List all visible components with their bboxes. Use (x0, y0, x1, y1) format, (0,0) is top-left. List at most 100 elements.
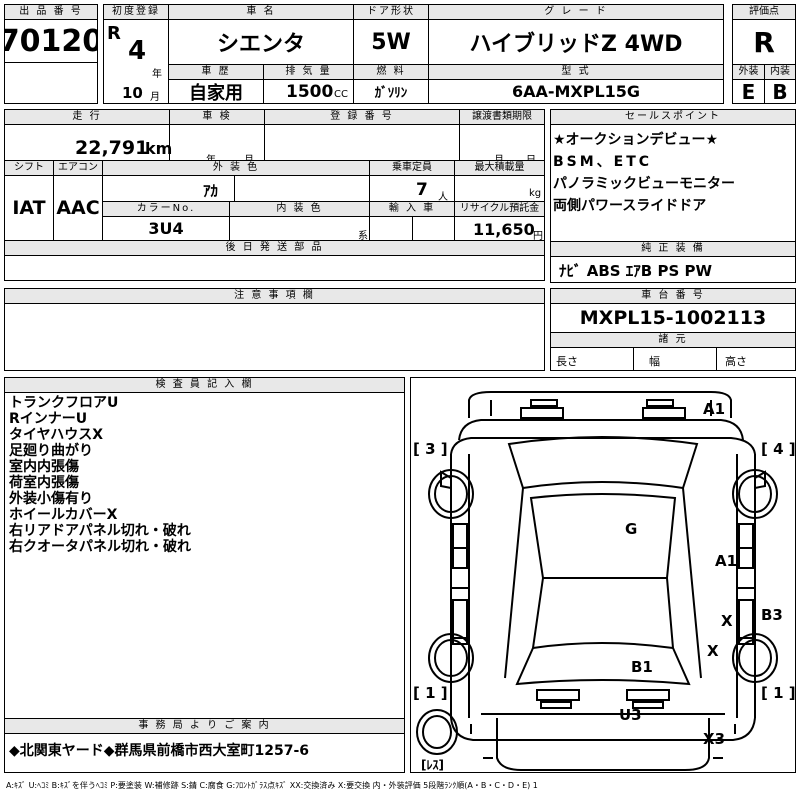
load-unit: kg (529, 188, 542, 199)
import-label: 輸 入 車 (369, 201, 455, 217)
office-text: ◆北関東ヤード◆群馬県前橋市西大室町1257-6 (9, 743, 310, 759)
height-label: 高さ (725, 355, 747, 368)
ac: AAC (53, 175, 103, 241)
remark-line: 室内内張傷 (9, 459, 79, 475)
recycle-cell: 11,650 円 (454, 216, 545, 242)
car-name-label: 車 名 (168, 4, 354, 20)
score-label: 評価点 (732, 4, 796, 20)
sales-point: ★オークションデビュー★ (553, 132, 719, 148)
remark-line: 右リアドアパネル切れ・破れ (9, 523, 191, 539)
reg-no-label: 登 録 番 号 (264, 109, 460, 125)
month-unit: 月 (150, 92, 160, 103)
width-cell: 幅 (633, 347, 717, 371)
color-no: 3U4 (102, 216, 230, 241)
mileage-unit: km (145, 139, 173, 158)
height-cell: 高さ (716, 347, 796, 371)
remark-line: タイヤハウスX (9, 427, 104, 443)
notes-cell (4, 303, 545, 371)
damage-mark-x-1: X (721, 612, 733, 630)
door-type: 5W (353, 19, 429, 65)
later-parts-cell (4, 255, 545, 281)
fuel-label: 燃 料 (353, 64, 429, 80)
color-label: 外 装 色 (102, 160, 370, 176)
damage-mark-a1-front: A1 (703, 400, 726, 418)
remark-line: 荷室内張傷 (9, 475, 79, 491)
recycle-unit: 円 (533, 231, 543, 242)
first-reg-cell: R 4 年 10 月 (103, 19, 169, 104)
capacity-label: 乗車定員 (369, 160, 455, 176)
reg-month: 10 (122, 84, 143, 102)
sales-point: パノラミックビューモニター (553, 176, 735, 192)
shift: IAT (4, 175, 54, 241)
legend: A:ｷｽﾞ U:ﾍｺﾐ B:ｷｽﾞを伴うﾍｺﾐ P:要塗装 W:補修跡 S:錆 … (6, 781, 538, 790)
model-label: 型 式 (428, 64, 724, 80)
damage-mark-b1: B1 (631, 658, 653, 676)
sales-point: 両側パワースライドドア (553, 198, 707, 214)
header-table: 出 品 番 号 70120 初度登録 R 4 年 10 月 車 名 シエンタ ド… (4, 4, 796, 104)
later-parts-label: 後 日 発 送 部 品 (4, 240, 545, 256)
sales-points-cell: ★オークションデビュー★ BSM、ETC パノラミックビューモニター 両側パワー… (550, 124, 796, 242)
color-no-label: カラーNo. (102, 201, 230, 217)
int-grade: B (764, 79, 796, 104)
recycle-label: リサイクル預託金 (454, 201, 545, 217)
equipment: ﾅﾋﾞ ABS ｴｱB PS PW (559, 262, 713, 280)
lot-no: 70120 (4, 19, 98, 63)
damage-mark-x-2: X (707, 642, 719, 660)
recycle: 11,650 (473, 220, 535, 239)
damage-mark-u3: U3 (619, 706, 642, 724)
car-name: シエンタ (168, 19, 354, 65)
import-cell-inner (412, 216, 455, 241)
chassis-no: MXPL15-1002113 (550, 303, 796, 333)
notes-label: 注 意 事 項 欄 (4, 288, 545, 304)
shift-label: シフト (4, 160, 54, 176)
color: ｱｶ (203, 182, 219, 200)
grade-label: グ レ ー ド (428, 4, 724, 20)
displacement-label: 排 気 量 (263, 64, 354, 80)
first-reg-label: 初度登録 (103, 4, 169, 20)
reg-year: 4 (128, 36, 147, 66)
ext-grade: E (732, 79, 765, 104)
width-label: 幅 (649, 355, 660, 368)
history: 自家用 (168, 79, 264, 104)
damage-mark-b3: B3 (761, 606, 783, 624)
capacity-unit: 人 (438, 192, 448, 203)
damage-diagram: A1 [ 3 ] [ 4 ] G A1 B3 X X B1 [ 1 ] [ 1 … (410, 377, 796, 773)
year-unit: 年 (152, 69, 162, 80)
displacement-cell: 1500 CC (263, 79, 354, 104)
model: 6AA-MXPL15G (428, 79, 724, 104)
inspector-remarks: トランクフロアU RインナーU タイヤハウスX 足廻り曲がり 室内内張傷 荷室内… (4, 392, 405, 719)
lot-no-blank (4, 62, 98, 104)
grade: ハイブリッドZ 4WD (428, 19, 724, 65)
ac-label: エアコン (53, 160, 103, 176)
equipment-cell: ﾅﾋﾞ ABS ｴｱB PS PW (550, 256, 796, 283)
damage-mark-a1-side: A1 (715, 552, 738, 570)
remark-line: 右クオータパネル切れ・破れ (9, 539, 191, 555)
remark-line: 足廻り曲がり (9, 443, 93, 459)
interior-color-cell: 系 (229, 216, 370, 242)
fuel: ｶﾞｿﾘﾝ (353, 79, 429, 104)
length-label: 長さ (556, 355, 578, 368)
inspector-label: 検 査 員 記 入 欄 (4, 377, 405, 393)
specs-label: 諸 元 (550, 332, 796, 348)
score: R (732, 19, 796, 65)
inspection-label: 車 検 (169, 109, 265, 125)
load-cell: kg (454, 175, 545, 202)
remark-line: トランクフロアU (9, 395, 119, 411)
int-label: 内装 (764, 64, 796, 80)
remark-line: ホイールカバーX (9, 507, 118, 523)
displacement-unit: CC (334, 89, 348, 100)
tire-front-left: [ 3 ] (413, 440, 448, 458)
chassis-label: 車 台 番 号 (550, 288, 796, 304)
office-cell: ◆北関東ヤード◆群馬県前橋市西大室町1257-6 (4, 733, 405, 773)
sales-point: BSM、ETC (553, 154, 653, 170)
sales-points-label: セールスポイント (550, 109, 796, 125)
capacity-cell: 7 人 (369, 175, 455, 203)
remark-line: RインナーU (9, 411, 88, 427)
vehicle-details: 走 行 22,791 km 車 検 年 月 登 録 番 号 譲渡書類期限 月 日… (4, 109, 545, 283)
mileage: 22,791 (75, 137, 149, 159)
tire-rear-left: [ 1 ] (413, 684, 448, 702)
length-cell: 長さ (550, 347, 634, 371)
damage-mark-x3: X3 (703, 730, 726, 748)
load-label: 最大積載量 (454, 160, 545, 176)
color-cell-right (234, 175, 370, 202)
